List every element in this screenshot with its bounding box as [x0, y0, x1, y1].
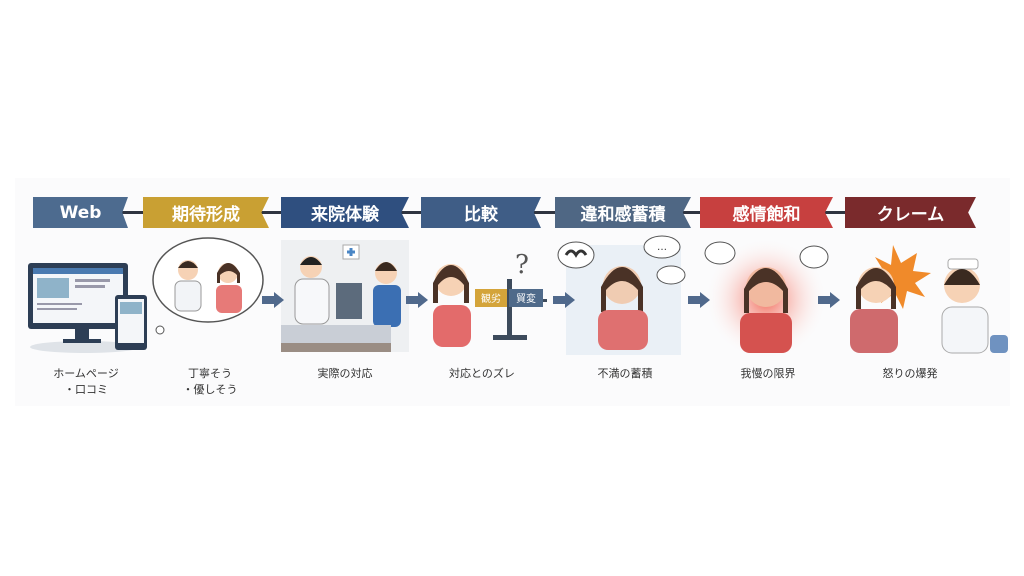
arrow-right-icon — [818, 292, 840, 308]
stage-caption-claim: 怒りの爆発 — [840, 366, 980, 382]
reception-scene — [281, 240, 409, 352]
caption-line: 怒りの爆発 — [882, 367, 938, 380]
stage-caption-discomfort: 不満の蓄積 — [555, 366, 695, 382]
woman-with-scale: ? 観劣 貿変 — [433, 250, 547, 347]
stage-banner-compare: 比較 — [421, 197, 541, 228]
caption-line: 対応とのズレ — [449, 367, 515, 380]
arrow-right-icon — [688, 292, 710, 308]
stage-caption-compare: 対応とのズレ — [412, 366, 552, 382]
stage-caption-web: ホームページ・口コミ — [16, 366, 156, 398]
caption-line: ・優しそう — [182, 383, 238, 396]
stage-title: 比較 — [464, 205, 498, 225]
arrow-right-icon — [406, 292, 428, 308]
bubble-text: … — [657, 242, 667, 253]
stage-banner-expectation: 期待形成 — [143, 197, 269, 228]
compare-illustration: ? 観劣 貿変 — [423, 235, 555, 357]
stage-banner-claim: クレーム — [845, 197, 976, 228]
stage-banner-discomfort: 違和感蓄積 — [555, 197, 691, 228]
frustrated-woman: … — [557, 235, 686, 355]
caption-line: 実際の対応 — [317, 367, 373, 380]
caption-line: 不満の蓄積 — [597, 367, 653, 380]
expectation-illustration — [150, 235, 265, 357]
caption-line: 丁寧そう — [188, 367, 232, 380]
stage-title: 違和感蓄積 — [580, 205, 666, 225]
visit-illustration — [281, 235, 409, 357]
caption-line: ホームページ — [53, 367, 119, 380]
angry-woman — [704, 237, 829, 357]
stage-banner-web: Web — [33, 197, 128, 228]
caption-line: 我慢の限界 — [740, 367, 796, 380]
stage-caption-expectation: 丁寧そう・優しそう — [140, 366, 280, 398]
web-illustration — [25, 235, 155, 357]
scale-label-left: 観劣 — [481, 292, 501, 305]
stage-title: クレーム — [876, 205, 945, 225]
scale-label-right: 貿変 — [516, 292, 536, 305]
patient-shouting-at-nurse — [850, 245, 1008, 354]
caption-line: ・口コミ — [64, 383, 108, 396]
stage-title: 来院体験 — [311, 205, 379, 225]
saturation-illustration — [702, 235, 830, 357]
stage-title: 感情飽和 — [732, 205, 801, 225]
arrow-right-icon — [553, 292, 575, 308]
stage-caption-saturation: 我慢の限界 — [698, 366, 838, 382]
stage-banner-visit: 来院体験 — [281, 197, 409, 228]
discomfort-illustration: … — [556, 235, 691, 357]
stage-caption-visit: 実際の対応 — [275, 366, 415, 382]
claim-illustration — [838, 235, 1013, 357]
arrow-right-icon — [262, 292, 284, 308]
stage-banner-saturation: 感情飽和 — [700, 197, 833, 228]
stage-title: 期待形成 — [172, 205, 240, 225]
svg-text:?: ? — [515, 250, 529, 280]
stage-title: Web — [59, 202, 102, 223]
thought-bubble-doctor-patient — [152, 237, 264, 335]
monitor-tablet-icon — [28, 263, 147, 353]
